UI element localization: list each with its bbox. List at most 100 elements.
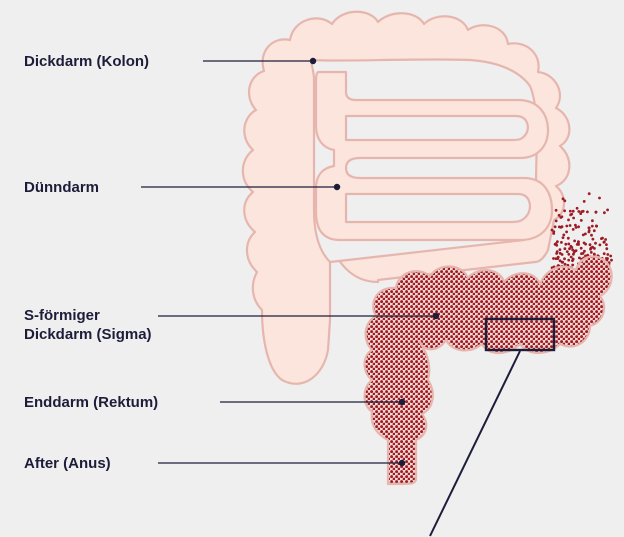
sprinkle-dot [572, 253, 575, 256]
sprinkle-dot [604, 238, 607, 241]
sprinkle-dot [563, 199, 566, 202]
sprinkle-dot [582, 234, 585, 237]
sprinkle-dot [582, 252, 585, 255]
sprinkle-dot [580, 219, 583, 222]
sprinkle-dot [589, 243, 592, 246]
sprinkle-dot [559, 259, 562, 262]
sprinkle-dot [561, 261, 564, 264]
sprinkle-dot [605, 247, 608, 250]
sprinkle-dot [577, 241, 580, 244]
sprinkle-dot [559, 248, 562, 251]
sprinkle-dot [552, 257, 555, 260]
sprinkle-dot [590, 251, 593, 254]
sprinkle-dot [555, 220, 558, 223]
sprinkle-dot [569, 210, 572, 213]
sprinkle-dot [572, 217, 575, 220]
sprinkle-dot [591, 219, 594, 222]
label-colon: Dickdarm (Kolon) [24, 52, 149, 71]
sprinkle-dot [606, 253, 609, 256]
label-sigma: S-förmiger Dickdarm (Sigma) [24, 306, 152, 344]
sprinkle-dot [591, 246, 594, 249]
sprinkle-dot [568, 247, 571, 250]
sprinkle-dot [588, 227, 591, 230]
sprinkle-dot [558, 214, 561, 217]
sprinkle-dot [590, 234, 593, 237]
sprinkle-dot [599, 244, 602, 247]
sprinkle-dot [603, 211, 606, 214]
label-sigma-line2: Dickdarm (Sigma) [24, 325, 152, 344]
leader-sigma-dot [433, 313, 438, 318]
sprinkle-dot [583, 200, 586, 203]
label-sigma-line1: S-förmiger [24, 306, 152, 325]
sprinkle-dot [554, 225, 557, 228]
sprinkle-dot [586, 211, 589, 214]
sprinkle-dot [567, 253, 570, 256]
sprinkle-dot [588, 229, 591, 232]
sprinkle-dot [564, 243, 567, 246]
sprinkle-dot [555, 242, 558, 245]
sprinkle-dot [580, 210, 583, 213]
sprinkle-dot [567, 259, 570, 262]
label-anus: After (Anus) [24, 454, 111, 473]
sprinkle-dot [572, 258, 575, 261]
sprinkle-dot [562, 236, 565, 239]
leader-small-intestine-dot [334, 184, 339, 189]
sprinkle-dot [603, 252, 606, 255]
sprinkle-dot [565, 225, 568, 228]
sprinkle-dot [567, 237, 570, 240]
leader-anus-dot [399, 460, 404, 465]
sprinkle-dot [569, 214, 572, 217]
sprinkle-dot [556, 250, 559, 253]
sprinkle-dot [580, 247, 583, 250]
sprinkle-dot [563, 209, 566, 212]
sprinkle-dot [560, 241, 563, 244]
sprinkle-dot [605, 257, 608, 260]
sprinkle-dot [565, 231, 568, 234]
sprinkle-dot [598, 197, 601, 200]
sprinkle-dot [610, 259, 613, 262]
sprinkle-dot [572, 210, 575, 213]
label-small-intestine: Dünndarm [24, 178, 99, 197]
sprinkle-dot [588, 192, 591, 195]
sprinkle-dot [566, 250, 569, 253]
sprinkle-dot [570, 245, 573, 248]
sprinkle-dot [600, 237, 603, 240]
sprinkle-dot [589, 248, 592, 251]
sprinkle-dot [564, 247, 567, 250]
sprinkle-dot [592, 238, 595, 241]
sprinkle-dot [573, 240, 576, 243]
sprinkle-dot [562, 234, 565, 237]
zoom-pointer-line [430, 351, 520, 536]
sprinkle-dot [603, 241, 606, 244]
sprinkle-dot [571, 264, 574, 267]
sprinkle-dot [560, 226, 563, 229]
leader-rectum-dot [399, 399, 404, 404]
sprinkle-dot [576, 207, 579, 210]
sprinkle-dot [564, 263, 567, 266]
sprinkle-dot [605, 243, 608, 246]
sprinkle-dot [563, 257, 566, 260]
sprinkle-dot [561, 253, 564, 256]
sprinkle-dot [595, 225, 598, 228]
sprinkle-dot [593, 253, 596, 256]
sprinkle-dot [555, 209, 558, 212]
sprinkle-dot [572, 228, 575, 231]
sprinkle-dot [552, 232, 555, 235]
sprinkle-dot [595, 211, 598, 214]
sprinkle-dot [571, 249, 574, 252]
sprinkle-dot [594, 242, 597, 245]
sprinkle-dot [583, 242, 586, 245]
sprinkle-dot [567, 219, 570, 222]
sprinkle-dot [559, 216, 562, 219]
sprinkle-dot [593, 229, 596, 232]
sprinkle-dot [577, 210, 580, 213]
sigmoid-rectum-shape [365, 256, 612, 484]
sprinkle-dot [609, 255, 612, 258]
sprinkle-dot [606, 209, 609, 212]
leader-colon-dot [310, 58, 315, 63]
sprinkle-dot [574, 224, 577, 227]
label-rectum: Enddarm (Rektum) [24, 393, 158, 412]
sprinkle-dot [551, 229, 554, 232]
sprinkle-dot [577, 225, 580, 228]
